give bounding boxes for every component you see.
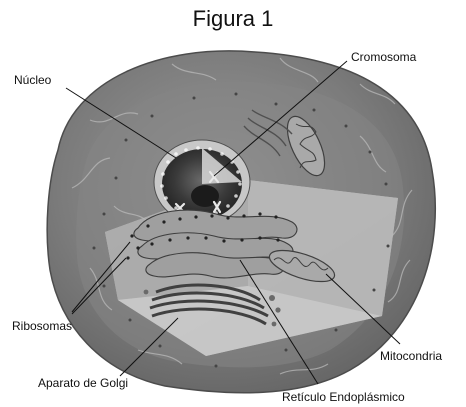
label-er: Retículo Endoplásmico [282,390,405,404]
figure-title: Figura 1 [193,6,274,31]
label-mitochondria: Mitocondria [380,349,442,363]
label-chromosome: Cromosoma [351,50,417,64]
label-ribosomes: Ribosomas [12,319,72,333]
label-nucleus: Núcleo [14,73,52,87]
label-golgi: Aparato de Golgi [38,376,128,390]
rough-er [134,210,297,278]
